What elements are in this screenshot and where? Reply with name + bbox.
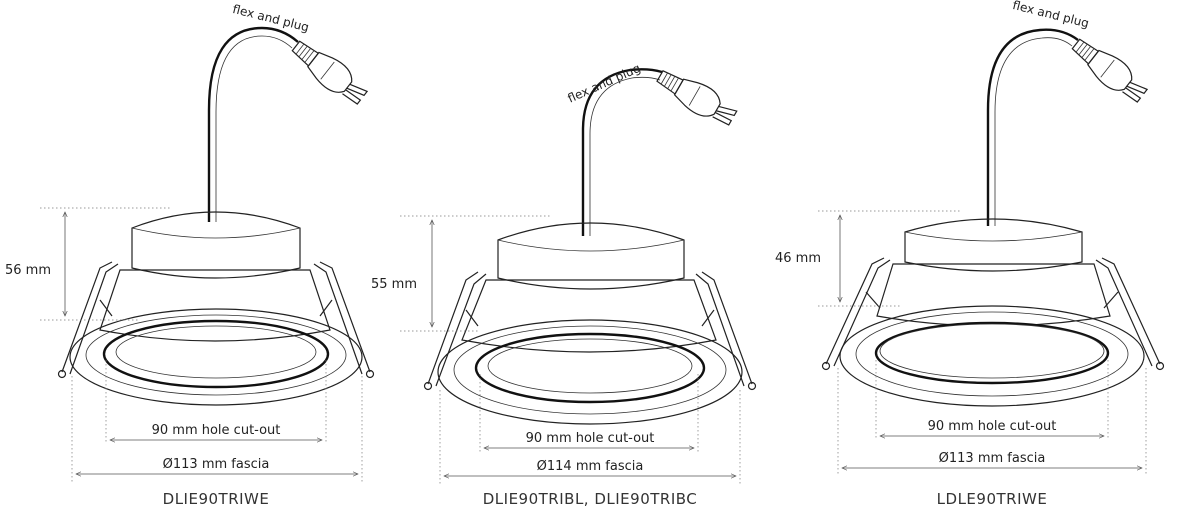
- product-2-drawing: [400, 62, 757, 484]
- product-1-fascia: [69, 308, 363, 406]
- product-1-cutout-label: 90 mm hole cut-out: [152, 423, 281, 438]
- product-2-model-name: DLIE90TRIBL, DLIE90TRIBC: [483, 490, 698, 508]
- product-3-plug-icon: [1066, 31, 1152, 108]
- product-2-cable-label: flex and plug: [565, 61, 642, 106]
- product-2-fascia: [437, 319, 743, 425]
- product-2-fascia-label: Ø114 mm fascia: [537, 459, 644, 474]
- product-3-cutout-label: 90 mm hole cut-out: [928, 419, 1057, 434]
- product-2-height-label: 55 mm: [371, 277, 417, 292]
- product-2-spring-clip-right: [695, 271, 753, 387]
- product-2-plug-icon: [652, 62, 741, 132]
- product-3-cable-label: flex and plug: [1011, 0, 1090, 30]
- product-3-spring-clip-right: [1095, 257, 1161, 367]
- product-2-flex-cable: [581, 68, 663, 236]
- product-3-model-name: LDLE90TRIWE: [937, 490, 1048, 508]
- product-1-body: [131, 211, 301, 279]
- product-1-diffuser: [102, 319, 330, 389]
- product-3-body: [904, 218, 1083, 272]
- product-1-fascia-label: Ø113 mm fascia: [163, 457, 270, 472]
- product-1-flex-cable: [207, 26, 299, 222]
- product-1-drawing: [40, 26, 375, 482]
- product-1-model-name: DLIE90TRIWE: [163, 490, 270, 508]
- product-2-spring-clip-left: [427, 271, 487, 387]
- product-1-spring-clip-right: [313, 261, 371, 375]
- product-1-plug-icon: [286, 33, 372, 110]
- product-1-height-label: 56 mm: [5, 263, 51, 278]
- product-2-body: [497, 222, 685, 290]
- product-3-flex-cable: [986, 28, 1079, 226]
- product-3-height-label: 46 mm: [775, 251, 821, 266]
- product-3-fascia: [839, 305, 1145, 407]
- product-1-spring-clip-left: [61, 261, 119, 375]
- product-3-fascia-label: Ø113 mm fascia: [939, 451, 1046, 466]
- product-3-spring-clip-left: [825, 257, 891, 367]
- product-2-cutout-label: 90 mm hole cut-out: [526, 431, 655, 446]
- product-3-drawing: [818, 28, 1165, 474]
- product-2-diffuser: [474, 332, 706, 404]
- product-3-diffuser: [874, 321, 1110, 385]
